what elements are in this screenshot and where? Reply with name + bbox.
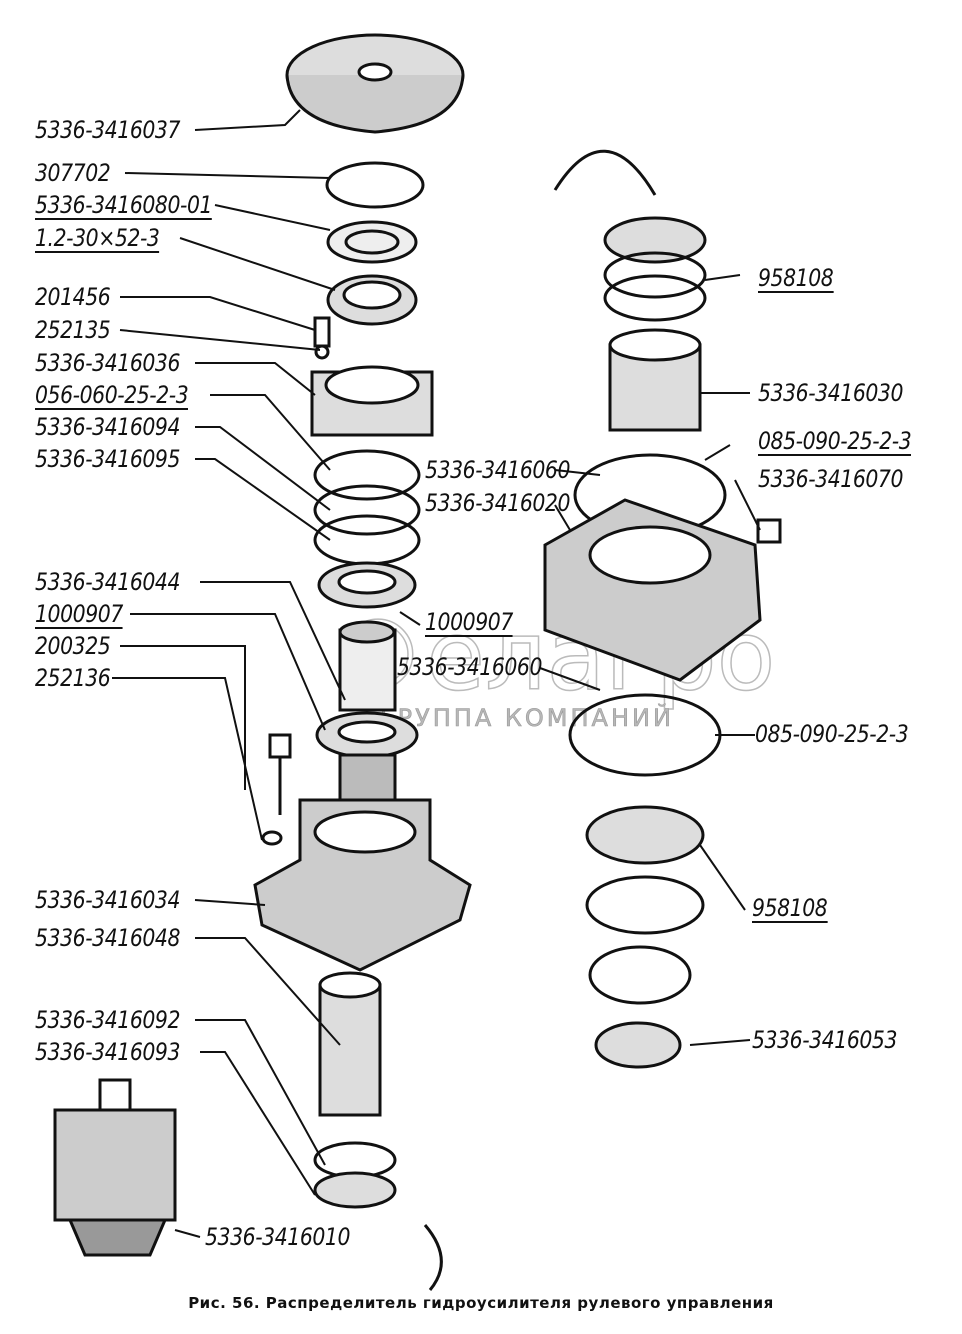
bolt-long xyxy=(261,733,292,846)
housing-lower xyxy=(253,798,472,972)
label-5336-3416092: 5336-3416092 xyxy=(35,1006,181,1034)
label-1000907-center: 1000907 xyxy=(425,608,513,637)
label-5336-3416020: 5336-3416020 xyxy=(425,489,571,517)
bolt-small xyxy=(313,316,331,360)
label-5336-3416093: 5336-3416093 xyxy=(35,1038,181,1066)
label-085-090-25-2-3-lower: 085-090-25-2-3 xyxy=(755,720,909,748)
label-5336-3416048: 5336-3416048 xyxy=(35,924,181,952)
label-5336-3416044: 5336-3416044 xyxy=(35,568,181,596)
sleeve xyxy=(318,971,382,1117)
break-arc xyxy=(423,1224,443,1291)
o-ring-lower xyxy=(568,693,722,777)
label-5336-3416030: 5336-3416030 xyxy=(758,379,904,407)
nut xyxy=(594,1021,682,1069)
label-252136: 252136 xyxy=(35,664,111,692)
label-5336-3416034: 5336-3416034 xyxy=(35,886,181,914)
break-arc-top xyxy=(553,149,657,196)
plug xyxy=(756,518,782,544)
label-5336-3416095: 5336-3416095 xyxy=(35,445,181,473)
label-307702: 307702 xyxy=(35,159,111,187)
label-056-060-25-2-3: 056-060-25-2-3 xyxy=(35,381,189,410)
label-5336-3416053: 5336-3416053 xyxy=(752,1026,898,1054)
label-5336-3416037: 5336-3416037 xyxy=(35,116,181,144)
watermark-subtitle: ГРУППА КОМПАНИЙ xyxy=(380,704,674,733)
o-rings xyxy=(313,449,421,566)
bearing-lower xyxy=(315,711,419,759)
label-5336-3416060-lower: 5336-3416060 xyxy=(397,653,543,681)
leader-lines xyxy=(112,109,761,1238)
label-085-090-25-2-3-upper: 085-090-25-2-3 xyxy=(758,427,912,456)
thrust-bearing-top xyxy=(603,216,707,322)
flange-housing xyxy=(310,365,434,437)
thrust-bearing-lower xyxy=(585,805,705,1005)
snap-ring xyxy=(325,161,425,209)
seal-ring xyxy=(326,220,418,264)
label-5336-3416060-upper: 5336-3416060 xyxy=(425,456,571,484)
label-5336-3416080-01: 5336-3416080-01 xyxy=(35,191,213,220)
label-5336-3416010: 5336-3416010 xyxy=(205,1223,351,1251)
label-252135: 252135 xyxy=(35,316,111,344)
ring-seal-lower xyxy=(313,1141,397,1209)
cap-part xyxy=(285,33,465,134)
label-958108-upper: 958108 xyxy=(758,264,834,293)
label-200325: 200325 xyxy=(35,632,111,660)
valve-body xyxy=(543,498,762,682)
seal xyxy=(326,274,418,326)
figure-caption: Рис. 56. Распределитель гидроусилителя р… xyxy=(188,1294,774,1312)
bushing xyxy=(608,328,702,432)
valve-unit xyxy=(53,1078,177,1257)
label-1000907: 1000907 xyxy=(35,600,123,629)
label-1.2-30x52-3: 1.2-30×52-3 xyxy=(35,224,160,253)
spool-shaft xyxy=(338,620,397,712)
label-958108-lower: 958108 xyxy=(752,894,828,923)
label-5336-3416070: 5336-3416070 xyxy=(758,465,904,493)
bearing-upper xyxy=(317,561,417,609)
label-5336-3416094: 5336-3416094 xyxy=(35,413,181,441)
label-5336-3416036: 5336-3416036 xyxy=(35,349,181,377)
label-201456: 201456 xyxy=(35,283,111,311)
